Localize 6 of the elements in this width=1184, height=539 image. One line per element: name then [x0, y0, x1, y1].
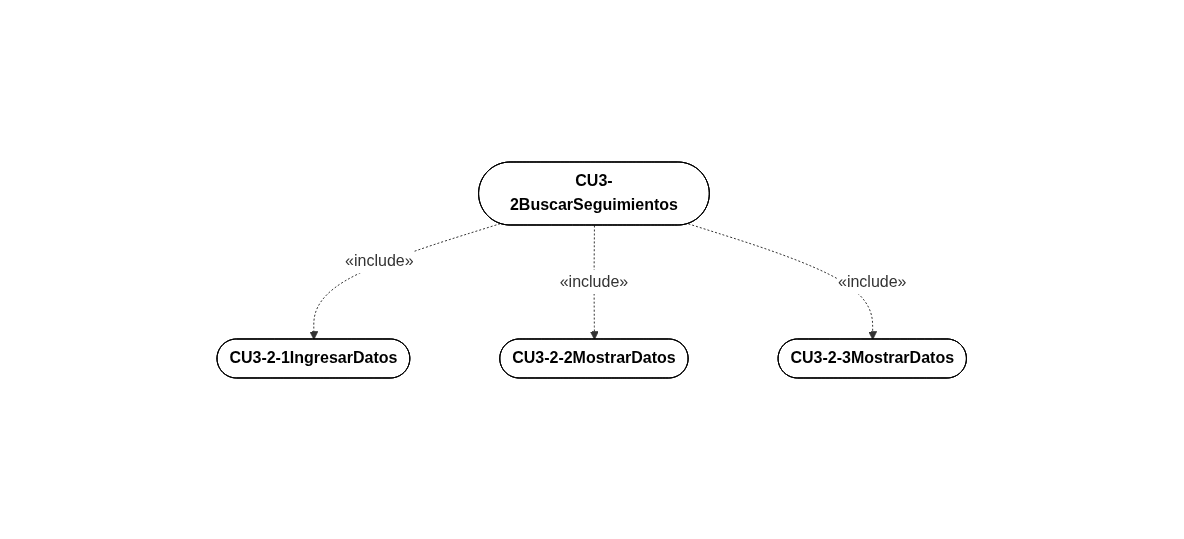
arrow [590, 224, 600, 340]
edge-label: «include» [559, 272, 629, 290]
edge-label: «include» [345, 251, 414, 269]
arrow [309, 222, 501, 340]
edge-label: «include» [838, 272, 907, 290]
arrow [688, 222, 878, 340]
